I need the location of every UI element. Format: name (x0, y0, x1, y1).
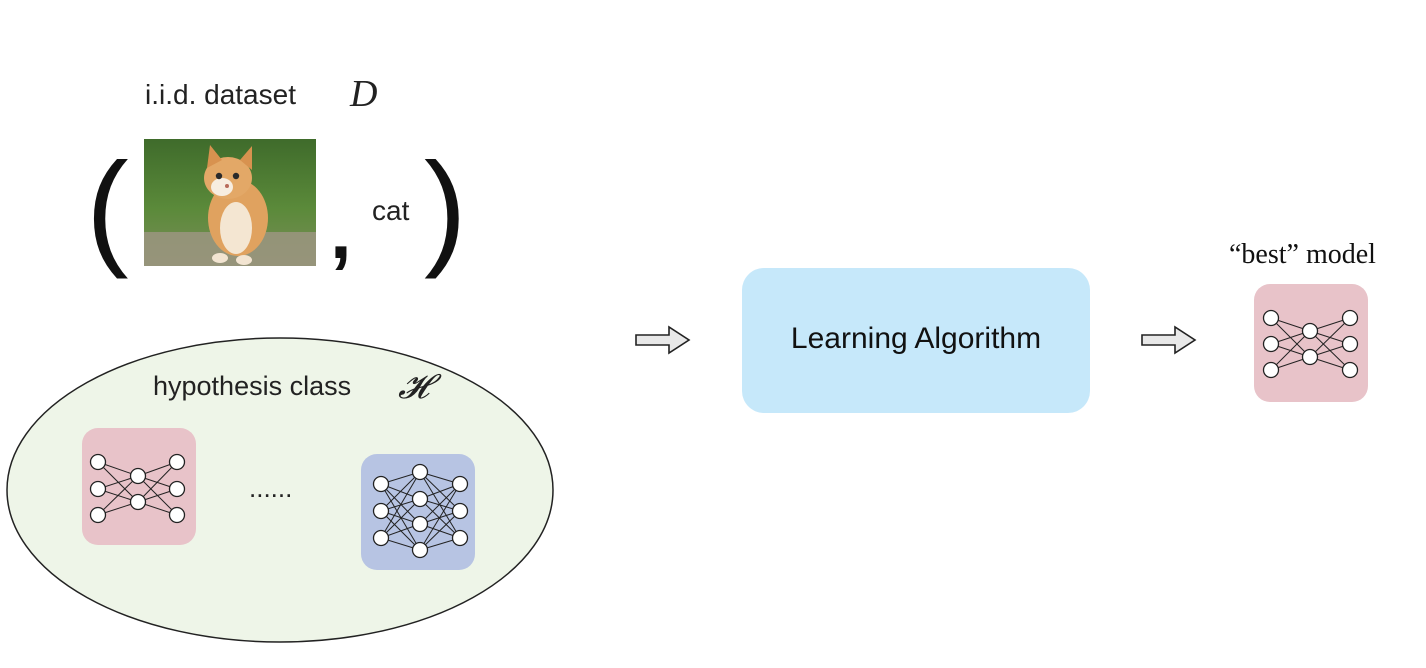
small-network (82, 428, 196, 545)
ellipsis-text: ...... (249, 473, 292, 503)
network-edge (1270, 330, 1311, 371)
network-node (89, 480, 107, 498)
network-edge (1309, 317, 1351, 358)
network-node (372, 502, 390, 520)
dataset-label: i.i.d. dataset (145, 79, 296, 110)
network-node (372, 475, 390, 493)
network-node (1262, 309, 1280, 327)
best-model-network (1254, 284, 1368, 402)
network-edge (419, 483, 461, 551)
network-node (1341, 335, 1359, 353)
network-edge (97, 475, 139, 516)
arrow-shape (635, 325, 691, 355)
close-paren: ) (424, 137, 467, 280)
network-node (372, 529, 390, 547)
network-edge (419, 498, 461, 539)
network-node (451, 529, 469, 547)
arrow-shape (1141, 325, 1197, 355)
network-node (168, 453, 186, 471)
best-model-label: “best” model (1229, 239, 1376, 270)
network-background (1254, 284, 1368, 402)
network-edge (380, 498, 421, 539)
network-node (1301, 322, 1319, 340)
network-edge (380, 471, 421, 539)
network-node (411, 515, 429, 533)
network-node (451, 475, 469, 493)
open-paren: ( (86, 137, 129, 280)
network-node (129, 467, 147, 485)
network-node (411, 541, 429, 559)
network-node (411, 463, 429, 481)
network-node (1262, 361, 1280, 379)
network-node (411, 490, 429, 508)
network-background (82, 428, 196, 545)
network-edge (419, 510, 461, 551)
kitten-image (144, 139, 316, 266)
network-node (1341, 309, 1359, 327)
network-edge (137, 461, 178, 503)
network-node (89, 453, 107, 471)
network-node (168, 506, 186, 524)
arrow-to-algorithm-icon (635, 325, 691, 355)
dataset-symbol: D (349, 73, 377, 115)
sample-label: cat (372, 195, 410, 226)
network-node (1262, 335, 1280, 353)
network-node (89, 506, 107, 524)
network-node (1301, 348, 1319, 366)
network-node (129, 493, 147, 511)
comma: , (330, 187, 352, 275)
learning-algorithm-box (742, 268, 1090, 413)
network-node (1341, 361, 1359, 379)
network-edge (380, 471, 421, 512)
network-node (168, 480, 186, 498)
learning-algorithm-label: Learning Algorithm (791, 322, 1041, 355)
hypothesis-label: hypothesis class (153, 371, 351, 401)
arrow-to-model-icon (1141, 325, 1197, 355)
network-edge (419, 483, 461, 525)
large-network (361, 454, 475, 570)
network-edge (380, 483, 421, 525)
network-node (451, 502, 469, 520)
